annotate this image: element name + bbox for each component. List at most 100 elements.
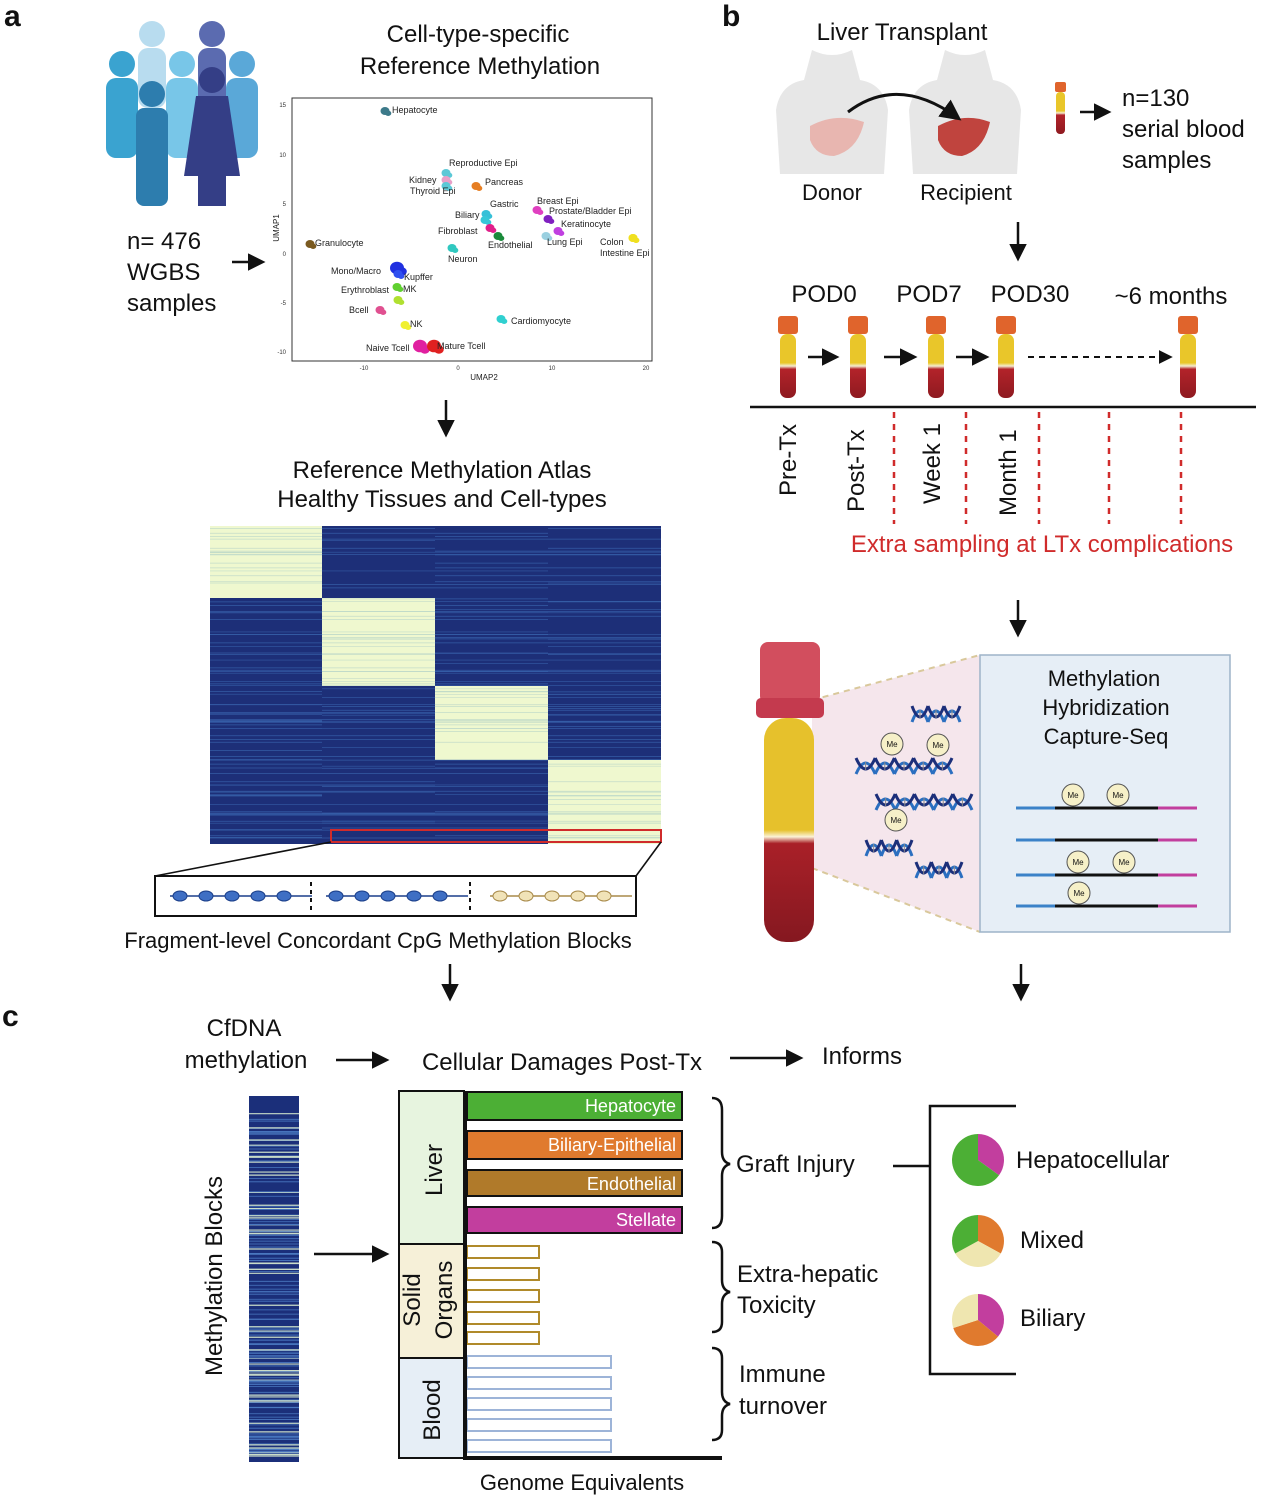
methylation-blocks-label: Methylation Blocks — [201, 1176, 228, 1376]
umap-label: Hepatocyte — [392, 105, 438, 115]
umap-cluster-dot — [380, 309, 387, 315]
cpg-site — [224, 890, 240, 902]
b-samples-line-1: n=130 — [1122, 85, 1189, 112]
method-line-3: Capture-Seq — [1044, 724, 1169, 749]
umap-cluster-dot — [546, 235, 553, 241]
zoom-line-left — [154, 841, 332, 877]
tube-cap — [778, 316, 798, 334]
umap-label: Colon — [600, 237, 624, 247]
organ-bar — [466, 1267, 540, 1281]
umap-ylabel: UMAP1 — [272, 214, 281, 242]
umap-label: Thyroid Epi — [410, 186, 456, 196]
umap-ytick-5: 5 — [283, 202, 287, 208]
pattern-hepatocellular: Hepatocellular — [1016, 1147, 1169, 1174]
blood-bar — [466, 1397, 612, 1411]
group-organs: Organs — [431, 1261, 458, 1340]
umap-label: Endothelial — [488, 240, 533, 250]
recipient-label: Recipient — [920, 180, 1012, 205]
heatmap-block — [322, 686, 435, 760]
pattern-mixed: Mixed — [1020, 1227, 1084, 1254]
umap-ytick-10: 10 — [279, 153, 286, 159]
cpg-site — [518, 890, 534, 902]
methyl-badge-label: Me — [890, 816, 902, 825]
umap-cluster-dot — [537, 209, 544, 215]
umap-label: Bcell — [349, 305, 369, 315]
cellular-damages-label: Cellular Damages Post-Tx — [422, 1049, 702, 1076]
cpg-site — [596, 890, 612, 902]
pattern-biliary: Biliary — [1020, 1305, 1085, 1332]
umap-label: Reproductive Epi — [449, 158, 518, 168]
axis-label-month-1: Month 1 — [995, 429, 1022, 516]
umap-label: Granulocyte — [315, 238, 364, 248]
heatmap-block — [435, 686, 548, 760]
pie-slice — [978, 1134, 1005, 1176]
informs-label: Informs — [822, 1043, 902, 1070]
umap-label: Fibroblast — [438, 226, 478, 236]
cpg-site — [570, 890, 586, 902]
umap-label: Intestine Epi — [600, 248, 650, 258]
methylation-atlas-heatmap — [210, 526, 662, 844]
methyl-badge — [926, 733, 950, 757]
pie-slice — [978, 1215, 1005, 1254]
cpg-site — [380, 890, 396, 902]
umap-cluster-dot — [490, 227, 497, 233]
braces — [711, 1096, 731, 1442]
outcome-graft-injury: Graft Injury — [736, 1151, 855, 1178]
methyl-badge-label: Me — [1112, 791, 1124, 800]
tube-cap — [926, 316, 946, 334]
group-blood: Blood — [419, 1379, 446, 1440]
methyl-badge — [1106, 783, 1130, 807]
b-samples-line-2: serial blood — [1122, 116, 1245, 143]
panel-label-a: a — [4, 0, 21, 33]
umap-label: NK — [410, 319, 423, 329]
samples-line-1: n= 476 — [127, 228, 201, 255]
cfdna-line-1: CfDNA — [207, 1015, 282, 1042]
blood-sample-tube-icon — [1055, 82, 1066, 134]
umap-cluster-dot — [485, 219, 492, 225]
pie-slice — [952, 1294, 978, 1329]
umap-label: Lung Epi — [547, 237, 583, 247]
umap-label: Breast Epi — [537, 196, 579, 206]
umap-cluster-dot — [397, 286, 404, 292]
organ-bar — [466, 1245, 540, 1259]
umap-label: Kupffer — [404, 272, 433, 282]
capture-seq-box — [979, 654, 1231, 933]
extra-sampling-note: Extra sampling at LTx complications — [851, 531, 1233, 558]
cpg-site — [354, 890, 370, 902]
donor-torso-icon — [776, 50, 888, 174]
umap-label: Gastric — [490, 199, 519, 209]
atlas-title-line-2: Healthy Tissues and Cell-types — [277, 486, 606, 513]
atlas-title-line-1: Reference Methylation Atlas — [293, 457, 592, 484]
pie-slice — [951, 1215, 978, 1254]
cpg-site — [250, 890, 266, 902]
bar-hepatocyte — [466, 1091, 683, 1121]
umap-xtick-10: 10 — [549, 366, 556, 372]
blood-tube-icon — [756, 642, 824, 942]
blood-bar — [466, 1376, 612, 1390]
umap-cluster-dot — [501, 318, 508, 324]
bar-biliary — [466, 1130, 683, 1160]
donor-label: Donor — [802, 180, 862, 205]
methyl-badge — [884, 808, 908, 832]
pie-slice — [952, 1134, 1000, 1186]
outcome-toxicity: Toxicity — [737, 1292, 816, 1319]
pattern-bracket — [928, 1104, 1016, 1376]
bar-label-endothelial: Endothelial — [587, 1174, 676, 1194]
umap-cluster-dot — [310, 243, 317, 249]
axis-label-post-tx: Post-Tx — [843, 429, 870, 512]
cpg-site — [328, 890, 344, 902]
cfdna-line-2: methylation — [185, 1047, 308, 1074]
bar-label-stellate: Stellate — [616, 1210, 676, 1230]
umap-label: Mono/Macro — [331, 266, 381, 276]
umap-title-line-2: Reference Methylation — [360, 53, 600, 80]
methyl-badge-label: Me — [1072, 858, 1084, 867]
heatmap-block — [322, 526, 435, 598]
outcome-extra-hepatic: Extra-hepatic — [737, 1261, 878, 1288]
blood-bar — [466, 1418, 612, 1432]
samples-line-3: samples — [127, 290, 216, 317]
tube-cap — [848, 316, 868, 334]
axis-label-week-1: Week 1 — [919, 423, 946, 504]
umap-label: Keratinocyte — [561, 219, 611, 229]
heatmap-block — [322, 760, 435, 844]
